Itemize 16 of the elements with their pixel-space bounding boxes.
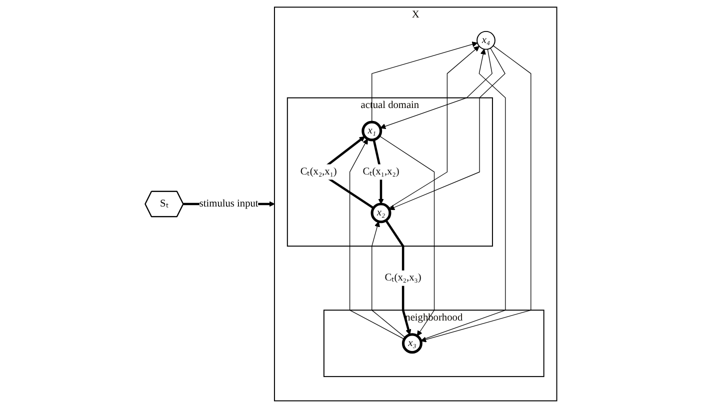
node-circle	[476, 30, 496, 50]
edge-label: Cₜ(x₁,x₂)	[362, 166, 400, 178]
arrow	[420, 45, 532, 342]
arrow	[372, 42, 478, 122]
arrow	[389, 48, 506, 210]
arrow	[379, 136, 435, 336]
edge-label: Cₜ(x₂,x₃)	[384, 272, 422, 284]
node-circle	[402, 333, 422, 354]
arrow	[372, 221, 406, 338]
arrow	[388, 46, 480, 209]
arrow	[385, 220, 412, 335]
edge-label: Cₜ(x₂,x₁)	[300, 166, 337, 178]
edge-label: stimulus input	[199, 198, 258, 210]
node-circle	[362, 120, 382, 142]
node-circle	[370, 202, 392, 224]
arrow	[380, 48, 492, 130]
